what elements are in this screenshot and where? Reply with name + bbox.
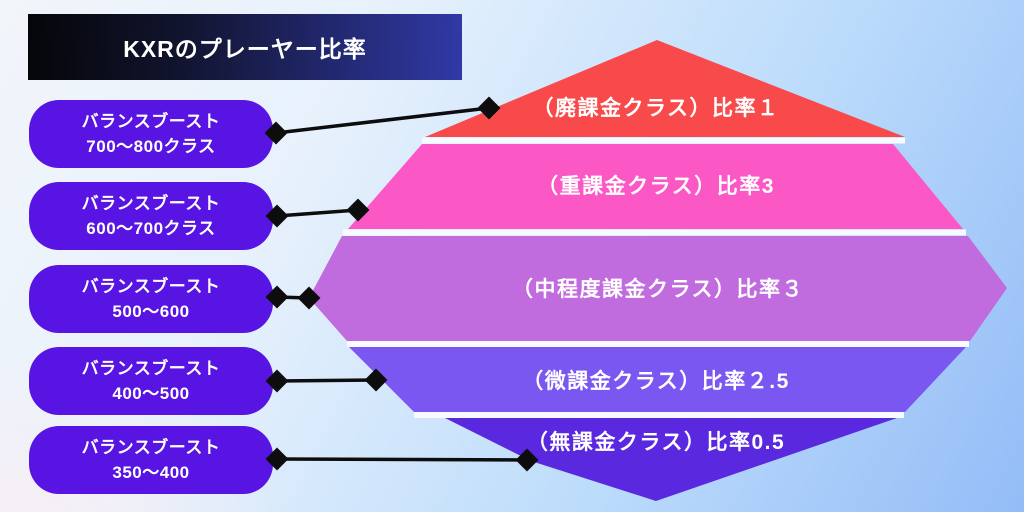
box-line2: 400〜500 [112, 384, 190, 403]
connector-diamond [477, 96, 501, 120]
band-separators [343, 137, 969, 418]
band-big-spender [348, 144, 963, 229]
box-line1: バランスブースト [81, 194, 221, 213]
band-heavy-spender-top [425, 40, 905, 137]
box-line2: 700〜800クラス [86, 137, 216, 156]
connector-diamond [265, 204, 289, 228]
band-mid-spender [309, 236, 1007, 341]
balance-boost-box-600-700: バランスブースト 600〜700クラス [29, 182, 273, 250]
band-label-mukakin: （無課金クラス）比率0.5 [527, 430, 785, 454]
band-label-haikakin: （廃課金クラス）比率１ [532, 96, 779, 120]
box-line1: バランスブースト [81, 438, 221, 457]
connectors [264, 96, 539, 472]
connector-diamond [265, 369, 289, 393]
balance-boost-box-500-600: バランスブースト 500〜600 [29, 265, 273, 333]
connector-diamond [346, 198, 370, 222]
connector-diamond [265, 285, 289, 309]
balance-boost-box-400-500: バランスブースト 400〜500 [29, 347, 273, 415]
box-line1: バランスブースト [81, 112, 221, 131]
balance-boost-box-350-400: バランスブースト 350〜400 [29, 426, 273, 494]
box-line2: 500〜600 [112, 302, 190, 321]
band-label-bikakin: （微課金クラス）比率２.5 [522, 369, 790, 393]
connector-diamond [364, 368, 388, 392]
band-label-juukakin: （重課金クラス）比率3 [537, 174, 775, 198]
connector-diamond [265, 447, 289, 471]
box-line1: バランスブースト [81, 359, 221, 378]
box-line2: 600〜700クラス [86, 219, 216, 238]
title-bar: KXRのプレーヤー比率 [28, 14, 462, 80]
box-line1: バランスブースト [81, 277, 221, 296]
connector-diamond [297, 286, 321, 310]
connector-diamond [515, 448, 539, 472]
band-light-spender [349, 347, 966, 412]
band-label-chuuteido: （中程度課金クラス）比率３ [512, 277, 804, 301]
balance-boost-box-700-800: バランスブースト 700〜800クラス [29, 100, 273, 168]
connector-diamond [264, 121, 288, 145]
band-free-player [445, 418, 897, 501]
page-title: KXRのプレーヤー比率 [123, 36, 367, 62]
box-line2: 350〜400 [112, 463, 190, 482]
